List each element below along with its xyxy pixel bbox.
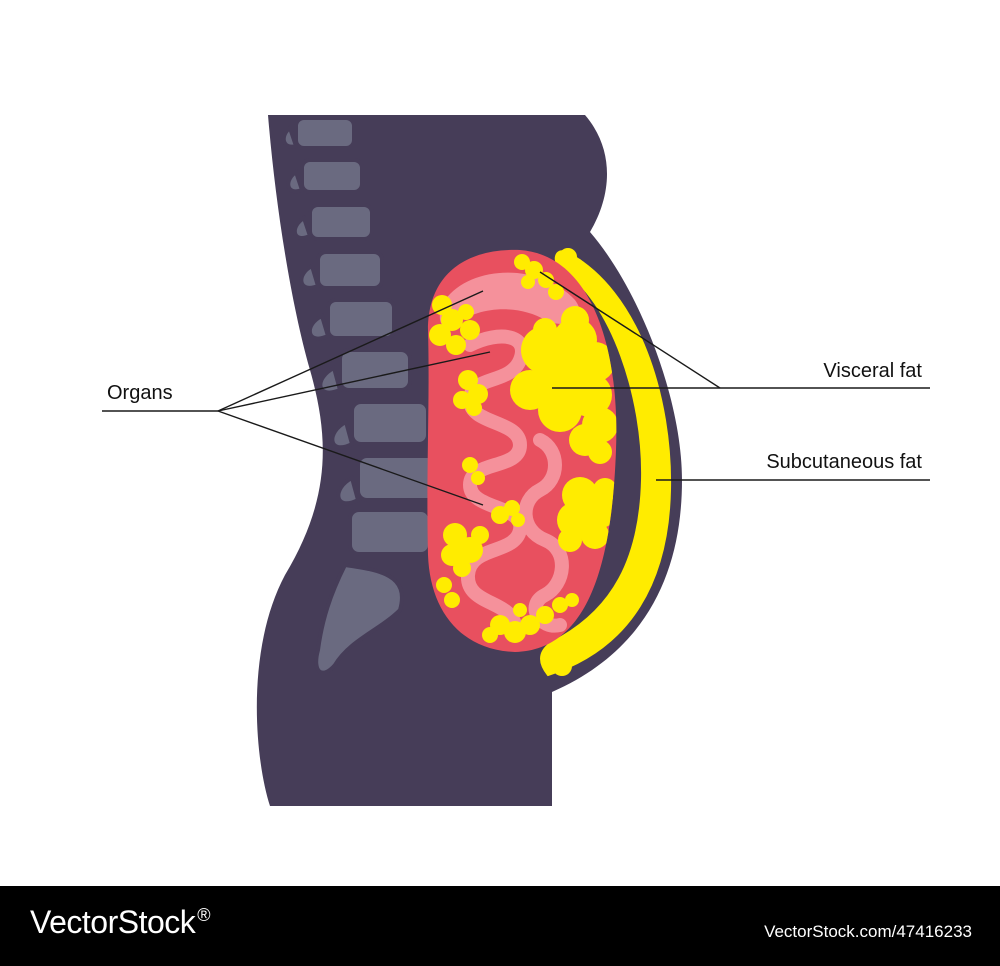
brand-name: VectorStock — [30, 904, 196, 940]
image-id-url: VectorStock.com/47416233 — [764, 922, 972, 941]
subcutaneous-fat-layer — [540, 250, 672, 677]
subcutaneous-fat-blobs — [541, 248, 584, 676]
intestines — [461, 329, 569, 633]
watermark-footer: VectorStock® VectorStock.com/47416233 — [0, 886, 1000, 966]
spine — [281, 116, 440, 675]
organs-label: Organs — [107, 382, 173, 404]
abdomen-cross-section — [102, 115, 930, 806]
subcutaneous-fat-label: Subcutaneous fat — [766, 451, 922, 473]
registered-mark: ® — [197, 905, 211, 926]
brand-logo: VectorStock® — [30, 904, 211, 940]
visceral-fat-label: Visceral fat — [823, 360, 922, 382]
leader-lines — [102, 271, 930, 506]
visceral-fat-blobs — [429, 254, 617, 643]
